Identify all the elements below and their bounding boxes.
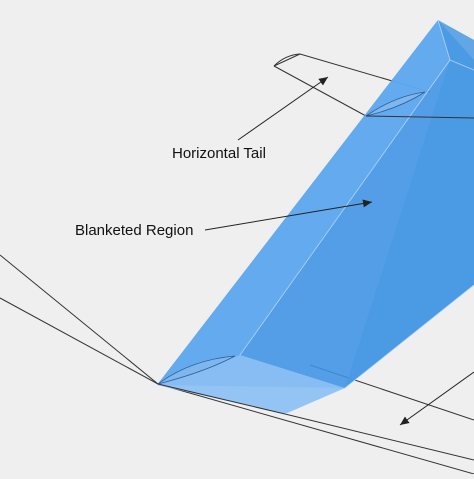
blanketed-region-label: Blanketed Region <box>75 222 194 239</box>
horizontal-tail-label: Horizontal Tail <box>172 145 266 162</box>
tail-airfoil-section <box>365 91 426 117</box>
horizontal-tail-outline <box>273 53 431 117</box>
wing-leader-arrow <box>399 371 474 426</box>
tail-leader-arrow <box>237 76 329 141</box>
leader-arrows <box>204 76 474 426</box>
blanket-right-face <box>345 20 474 388</box>
blanket-leader-arrow <box>204 199 373 231</box>
blanketed-region <box>157 19 474 414</box>
wing-airfoil-section <box>157 355 236 385</box>
outline-overlay <box>157 115 474 415</box>
